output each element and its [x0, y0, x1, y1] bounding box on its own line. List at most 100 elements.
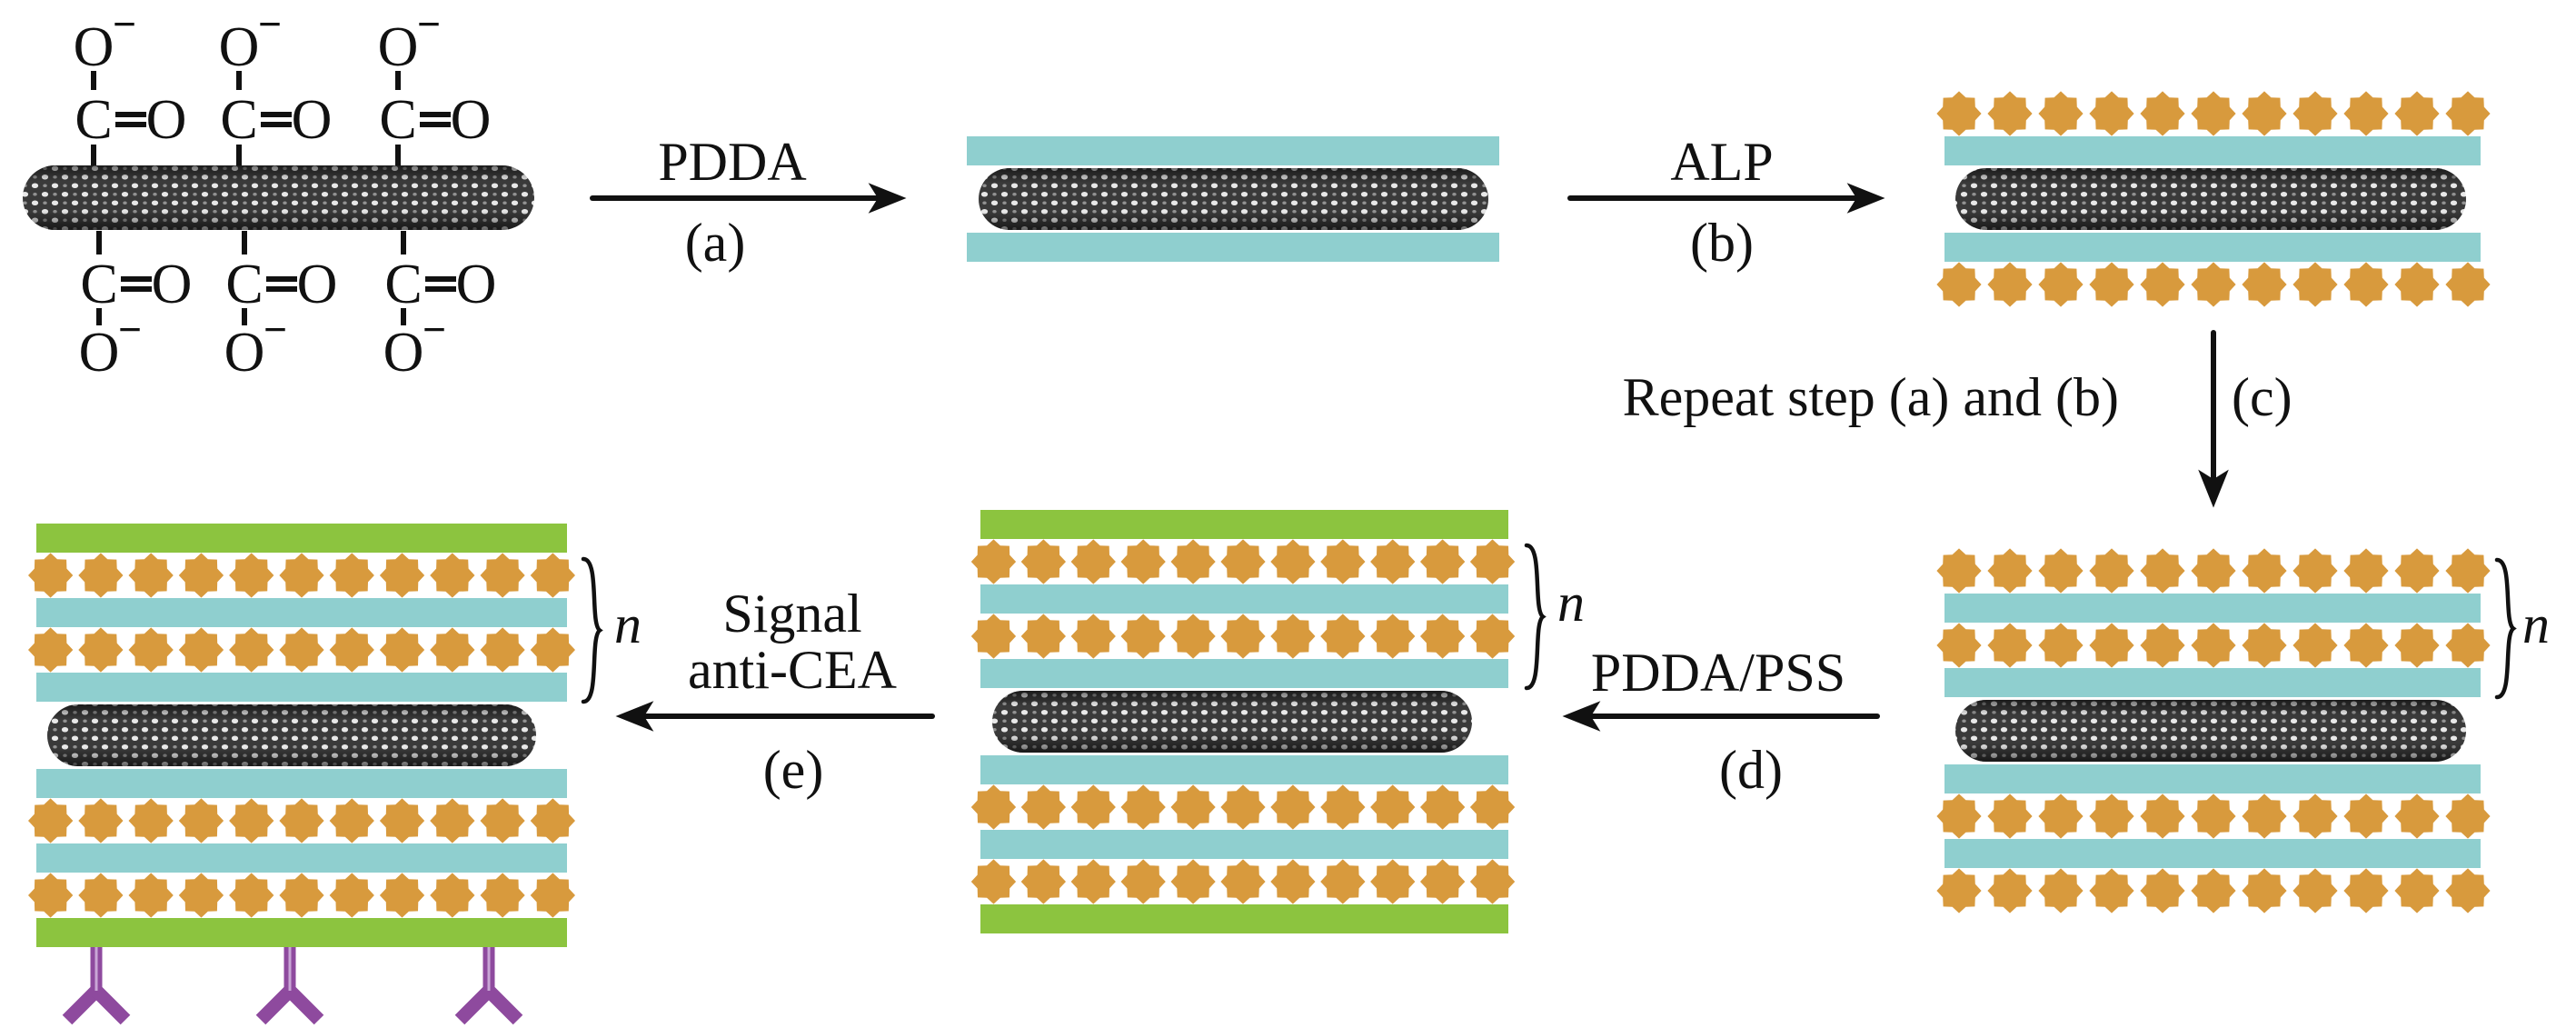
carbon-atom: C — [384, 254, 422, 315]
alp-enzyme-row — [970, 614, 1516, 659]
alp-enzyme-icon — [1070, 539, 1116, 584]
carbonyl-oxygen: O — [152, 254, 193, 315]
alp-enzyme-icon — [2445, 262, 2491, 307]
carbon-nanotube — [1955, 168, 2466, 230]
stack-pdda-coated — [967, 136, 1499, 262]
alp-enzyme-icon — [178, 798, 224, 843]
alp-enzyme-icon — [530, 798, 575, 843]
alp-enzyme-icon — [2089, 868, 2134, 913]
anti-cea-antibody-icon — [62, 947, 131, 1025]
pdda-layer — [36, 769, 567, 798]
alp-enzyme-icon — [2140, 262, 2185, 307]
anti-cea-antibody-icon — [454, 947, 523, 1025]
alp-enzyme-icon — [2293, 548, 2338, 594]
pdda-layer — [980, 830, 1508, 859]
alp-enzyme-icon — [1936, 623, 1982, 668]
carbon-atom: C — [220, 89, 257, 151]
alp-enzyme-icon — [2445, 868, 2491, 913]
alp-enzyme-icon — [128, 798, 174, 843]
carbon-nanotube — [47, 704, 536, 766]
alp-enzyme-row — [28, 553, 575, 598]
alp-enzyme-icon — [1170, 539, 1216, 584]
anion-oxygen: O — [383, 322, 424, 384]
alp-enzyme-icon — [2293, 623, 2338, 668]
alp-enzyme-icon — [1420, 614, 1466, 659]
carbonyl-oxygen: O — [297, 254, 338, 315]
pss-layer — [980, 510, 1508, 539]
alp-enzyme-icon — [2191, 548, 2236, 594]
alp-enzyme-icon — [1070, 614, 1116, 659]
antibody-arm-left — [62, 985, 102, 1025]
alp-enzyme-icon — [1370, 614, 1416, 659]
alp-enzyme-icon — [1370, 539, 1416, 584]
alp-enzyme-icon — [229, 873, 274, 918]
alp-enzyme-icon — [430, 553, 475, 598]
alp-enzyme-icon — [1320, 784, 1366, 830]
pdda-layer — [36, 673, 567, 702]
pdda-layer — [1944, 594, 2481, 623]
negative-charge: − — [258, 1, 282, 47]
alp-enzyme-icon — [1469, 784, 1516, 830]
alp-enzyme-icon — [530, 873, 575, 918]
alp-enzyme-icon — [1020, 859, 1066, 904]
alp-enzyme-icon — [1220, 539, 1266, 584]
alp-enzyme-icon — [480, 798, 525, 843]
alp-enzyme-icon — [1987, 91, 2033, 136]
alp-enzyme-icon — [2394, 623, 2440, 668]
alp-enzyme-icon — [1020, 784, 1066, 830]
alp-enzyme-icon — [2394, 262, 2440, 307]
alp-enzyme-row — [28, 627, 575, 673]
step-e-reagent-line2: anti-CEA — [688, 640, 897, 700]
alp-enzyme-icon — [2038, 793, 2084, 839]
alp-enzyme-icon — [229, 798, 274, 843]
alp-enzyme-icon — [2394, 548, 2440, 594]
alp-enzyme-icon — [329, 798, 374, 843]
alp-enzyme-icon — [128, 627, 174, 673]
alp-enzyme-icon — [2293, 793, 2338, 839]
alp-enzyme-icon — [1270, 539, 1316, 584]
carbon-atom: C — [80, 254, 117, 315]
alp-enzyme-icon — [1320, 859, 1366, 904]
alp-enzyme-icon — [379, 627, 425, 673]
pdda-layer — [1944, 839, 2481, 868]
step-c-label: (c) — [2232, 367, 2293, 427]
anion-oxygen: O — [74, 16, 114, 78]
alp-enzyme-icon — [1469, 614, 1516, 659]
repeat-count-label: n — [1557, 573, 1585, 633]
pdda-layer — [1944, 764, 2481, 793]
antibody-arm-right — [91, 985, 131, 1025]
alp-enzyme-icon — [970, 539, 1017, 584]
alp-enzyme-icon — [1220, 784, 1266, 830]
alp-enzyme-icon — [2242, 548, 2287, 594]
alp-enzyme-icon — [1987, 793, 2033, 839]
antibody-arm-right — [284, 985, 324, 1025]
alp-enzyme-icon — [28, 798, 74, 843]
alp-enzyme-icon — [229, 627, 274, 673]
anti-cea-antibody-icon — [255, 947, 324, 1025]
anion-oxygen: O — [224, 322, 265, 384]
alp-enzyme-icon — [2191, 623, 2236, 668]
carbonyl-oxygen: O — [292, 89, 333, 151]
alp-enzyme-icon — [2038, 91, 2084, 136]
alp-enzyme-icon — [2343, 793, 2389, 839]
alp-enzyme-row — [28, 873, 575, 918]
step-d-reagent: PDDA/PSS — [1591, 643, 1845, 703]
alp-enzyme-icon — [1170, 784, 1216, 830]
alp-enzyme-icon — [2293, 868, 2338, 913]
pdda-layer — [967, 136, 1499, 165]
step-a-label: (a) — [685, 213, 746, 273]
anion-oxygen: O — [79, 322, 120, 384]
carbon-atom: C — [379, 89, 416, 151]
nanotube-shading — [979, 168, 1488, 230]
alp-enzyme-icon — [1936, 793, 1982, 839]
step-d-label: (d) — [1719, 740, 1783, 800]
alp-enzyme-icon — [78, 873, 124, 918]
alp-enzyme-icon — [2293, 91, 2338, 136]
